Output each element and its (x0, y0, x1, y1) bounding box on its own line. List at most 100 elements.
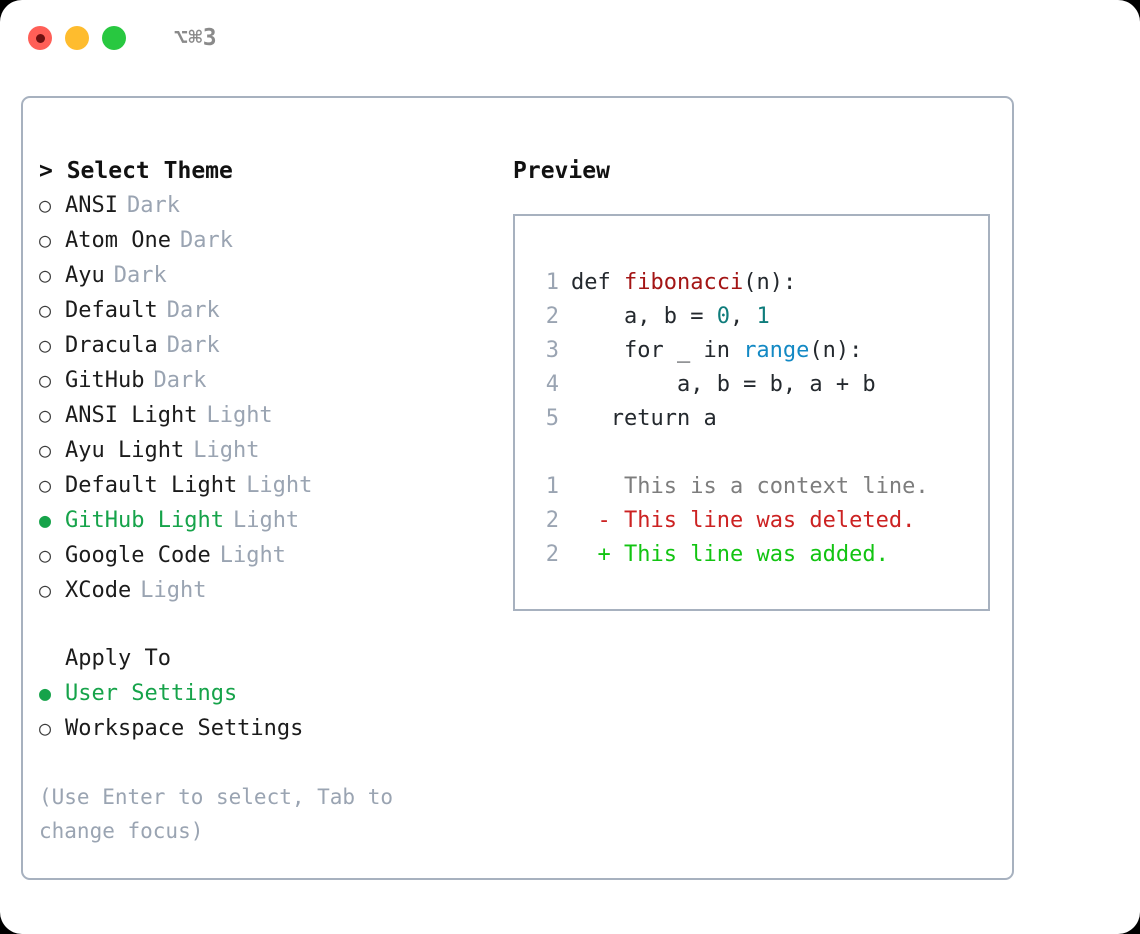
diff-line-add: 2 + This line was added. (533, 538, 988, 572)
theme-option[interactable]: ○ Default Dark (39, 293, 503, 328)
theme-option-variant: Light (246, 473, 313, 498)
code-diff-gap (533, 436, 988, 470)
code-token-plain: (n): (809, 338, 863, 363)
diff-marker (571, 470, 611, 504)
code-line: 5 return a (533, 402, 988, 436)
radio-unselected-icon: ○ (39, 578, 52, 602)
help-text: (Use Enter to select, Tab to change focu… (39, 785, 394, 843)
code-line: 3 for _ in range(n): (533, 334, 988, 368)
theme-option-name: Atom One (65, 228, 171, 253)
theme-option-name: ANSI Light (65, 403, 198, 428)
theme-option-variant: Light (140, 578, 207, 603)
spacer (39, 608, 503, 642)
line-number: 3 (545, 338, 559, 363)
theme-option-name: Default (65, 298, 158, 323)
radio-unselected-icon: ○ (39, 403, 52, 427)
line-number: 2 (545, 508, 559, 533)
window-controls (28, 26, 126, 50)
radio-unselected-icon: ○ (39, 438, 52, 462)
code-token-num: 0 (716, 304, 730, 329)
code-token-plain: def (571, 270, 624, 295)
radio-unselected-icon: ○ (39, 473, 52, 497)
theme-option-variant: Dark (166, 298, 220, 323)
radio-unselected-icon: ○ (39, 333, 52, 357)
theme-option-variant: Dark (126, 193, 180, 218)
diff-marker: + (571, 542, 611, 567)
diff-text: This line was deleted. (610, 508, 916, 533)
theme-option-name: Ayu (65, 263, 105, 288)
code-line: 1 def fibonacci(n): (533, 266, 988, 300)
theme-option[interactable]: ● GitHub Light Light (39, 503, 503, 538)
theme-option-name: Google Code (65, 543, 211, 568)
maximize-button[interactable] (102, 26, 126, 50)
preview-title: Preview (513, 158, 610, 184)
diff-marker: - (571, 508, 611, 533)
radio-unselected-icon: ○ (39, 228, 52, 252)
theme-option-variant: Light (206, 403, 273, 428)
theme-option-variant: Dark (179, 228, 233, 253)
code-token-num: 1 (756, 304, 770, 329)
theme-option[interactable]: ○ Google Code Light (39, 538, 503, 573)
code-token-fn: fibonacci (623, 270, 744, 295)
theme-option-name: GitHub (65, 368, 145, 393)
theme-option-variant: Light (219, 543, 286, 568)
theme-option-name: ANSI (65, 193, 118, 218)
minimize-button[interactable] (65, 26, 89, 50)
radio-unselected-icon: ○ (39, 298, 52, 322)
radio-selected-icon: ● (39, 508, 52, 532)
theme-option-name: GitHub Light (65, 508, 224, 533)
apply-to-option[interactable]: ●User Settings (39, 676, 503, 711)
title-bar: ⌥⌘3 (0, 0, 1140, 76)
line-number: 1 (545, 270, 559, 295)
apply-to-option[interactable]: ○Workspace Settings (39, 711, 503, 746)
theme-option-variant: Light (232, 508, 300, 533)
line-number: 4 (545, 372, 559, 397)
radio-selected-icon: ● (39, 681, 52, 705)
line-number: 1 (545, 474, 559, 499)
theme-option-variant: Dark (153, 368, 207, 393)
theme-option[interactable]: ○ ANSI Light Light (39, 398, 503, 433)
close-button[interactable] (28, 26, 52, 50)
diff-text: This line was added. (610, 542, 889, 567)
select-theme-header: > Select Theme (39, 158, 233, 184)
theme-option-name: Default Light (65, 473, 238, 498)
diff-sample: 1 This is a context line. 2 - This line w… (533, 470, 988, 572)
code-token-plain: a, b = b, a + b (571, 372, 876, 397)
theme-option[interactable]: ○ XCode Light (39, 573, 503, 608)
code-line: 2 a, b = 0, 1 (533, 300, 988, 334)
theme-option-variant: Dark (113, 263, 167, 288)
theme-option-name: XCode (65, 578, 132, 603)
diff-line-ctx: 1 This is a context line. (533, 470, 988, 504)
code-token-plain: , (729, 304, 757, 329)
radio-unselected-icon: ○ (39, 543, 52, 567)
radio-unselected-icon: ○ (39, 193, 52, 217)
keyboard-shortcut-label: ⌥⌘3 (174, 25, 218, 51)
apply-to-header: Apply To (65, 646, 171, 671)
apply-to-list[interactable]: ●User Settings○Workspace Settings (39, 676, 503, 746)
code-token-plain: return a (571, 406, 717, 431)
radio-unselected-icon: ○ (39, 263, 52, 287)
theme-option[interactable]: ○ Default Light Light (39, 468, 503, 503)
theme-option[interactable]: ○ Ayu Dark (39, 258, 503, 293)
code-token-plain: (n): (743, 270, 797, 295)
theme-option-variant: Light (193, 438, 260, 463)
code-token-call: range (743, 338, 810, 363)
theme-option[interactable]: ○ Atom One Dark (39, 223, 503, 258)
code-line: 4 a, b = b, a + b (533, 368, 988, 402)
theme-option[interactable]: ○ Ayu Light Light (39, 433, 503, 468)
code-token-plain: for _ in (571, 338, 744, 363)
theme-option-name: Ayu Light (65, 438, 185, 463)
radio-unselected-icon: ○ (39, 716, 52, 740)
code-token-plain: a, b = (571, 304, 717, 329)
theme-option[interactable]: ○ ANSI Dark (39, 188, 503, 223)
